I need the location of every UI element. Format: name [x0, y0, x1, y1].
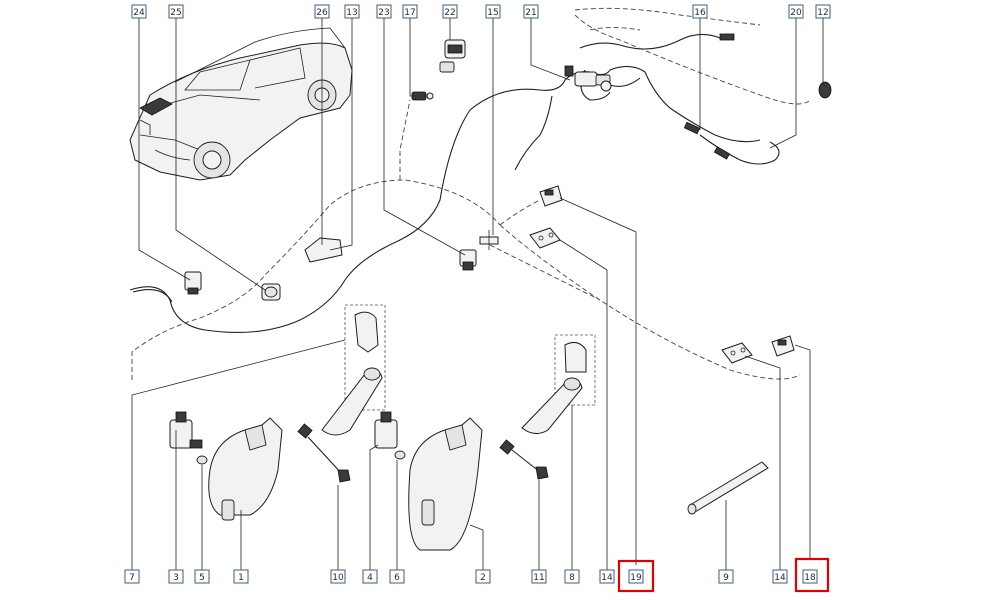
callout-14-right: 14 — [772, 569, 788, 584]
svg-text:4: 4 — [367, 573, 373, 583]
tube-part-9 — [687, 461, 769, 515]
bottom-callouts: 7 3 5 1 10 4 6 2 11 8 14 19 9 14 18 — [124, 569, 818, 584]
callout-9: 9 — [718, 569, 734, 584]
callout-12: 12 — [815, 4, 831, 19]
callout-14-left: 14 — [599, 569, 615, 584]
svg-text:5: 5 — [199, 573, 205, 583]
right-reservoir-assembly — [374, 334, 596, 551]
callout-20: 20 — [788, 4, 804, 19]
callout-10: 10 — [330, 569, 346, 584]
callout-11: 11 — [531, 569, 547, 584]
svg-text:25: 25 — [170, 8, 181, 18]
svg-text:17: 17 — [404, 8, 415, 18]
callout-7: 7 — [124, 569, 140, 584]
callout-2: 2 — [475, 569, 491, 584]
svg-text:18: 18 — [804, 573, 816, 583]
callout-25: 25 — [168, 4, 184, 19]
car-illustration — [129, 27, 353, 181]
svg-text:14: 14 — [601, 573, 613, 583]
svg-text:26: 26 — [316, 8, 328, 18]
callout-24: 24 — [131, 4, 147, 19]
callout-26: 26 — [314, 4, 330, 19]
svg-text:22: 22 — [444, 8, 455, 18]
callout-18: 18 — [802, 569, 818, 584]
callout-19: 19 — [628, 569, 644, 584]
upper-parts — [184, 39, 832, 364]
left-reservoir-assembly — [169, 304, 386, 521]
svg-text:3: 3 — [173, 573, 179, 583]
dashed-routing — [131, 7, 811, 380]
svg-text:11: 11 — [533, 573, 544, 583]
callout-16: 16 — [692, 4, 708, 19]
svg-text:23: 23 — [378, 8, 389, 18]
callout-15: 15 — [485, 4, 501, 19]
svg-text:21: 21 — [525, 8, 536, 18]
highlight-box-18 — [794, 557, 830, 593]
svg-text:8: 8 — [569, 573, 575, 583]
svg-text:1: 1 — [238, 573, 244, 583]
callout-17: 17 — [402, 4, 418, 19]
callout-5: 5 — [194, 569, 210, 584]
svg-text:24: 24 — [133, 8, 145, 18]
svg-text:9: 9 — [723, 573, 729, 583]
svg-text:10: 10 — [332, 573, 344, 583]
callout-21: 21 — [523, 4, 539, 19]
svg-text:12: 12 — [817, 8, 828, 18]
callout-22: 22 — [442, 4, 458, 19]
svg-text:19: 19 — [630, 573, 642, 583]
svg-text:7: 7 — [129, 573, 135, 583]
svg-text:6: 6 — [394, 573, 400, 583]
highlight-box-19 — [617, 559, 655, 593]
callout-23: 23 — [376, 4, 392, 19]
svg-text:14: 14 — [774, 573, 786, 583]
svg-text:15: 15 — [487, 8, 498, 18]
svg-text:13: 13 — [346, 8, 357, 18]
callout-1: 1 — [233, 569, 249, 584]
top-callouts: 24 25 26 13 23 17 22 15 21 16 20 12 — [131, 4, 831, 19]
svg-text:16: 16 — [694, 8, 706, 18]
svg-text:2: 2 — [480, 573, 486, 583]
callout-3: 3 — [168, 569, 184, 584]
svg-text:20: 20 — [790, 8, 802, 18]
callout-13: 13 — [344, 4, 360, 19]
leader-lines — [131, 18, 824, 570]
callout-4: 4 — [362, 569, 378, 584]
callout-6: 6 — [389, 569, 405, 584]
callout-8: 8 — [564, 569, 580, 584]
